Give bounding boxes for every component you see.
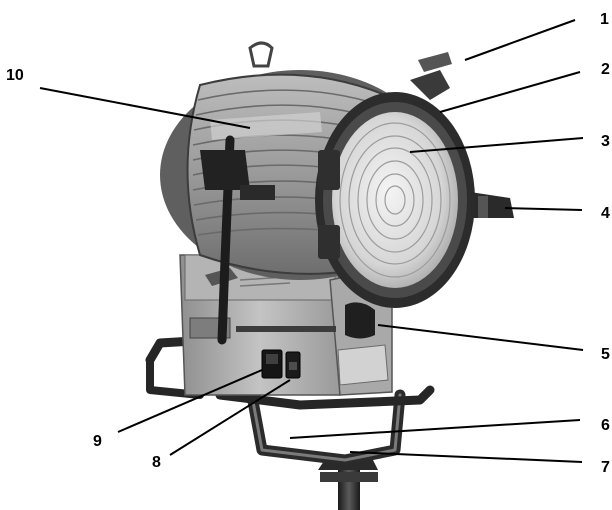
tilt-lock-knob[interactable] [345,302,375,339]
leader-7 [349,451,583,463]
rod-clamp [200,150,250,190]
leader-9 [117,369,263,433]
callout-7: 7 [601,459,610,476]
leader-6 [289,419,581,439]
leader-4 [504,207,583,211]
callout-2: 2 [601,61,610,78]
leader-8 [169,379,291,456]
callout-6: 6 [601,417,610,434]
switch-panel [261,349,301,379]
top-handle [248,41,274,68]
yoke [244,379,406,466]
callout-8: 8 [152,454,161,471]
fresnel-lens [332,112,458,288]
callout-4: 4 [601,205,610,222]
leader-10 [39,87,251,129]
accessory-clip[interactable] [410,70,450,100]
leader-3 [409,137,584,153]
focus-knob[interactable] [470,192,514,218]
lens-rings [339,122,451,278]
pole-rod [200,135,275,345]
callout-9: 9 [93,433,102,450]
leader-lines [39,19,584,463]
callout-labels: 1 2 3 4 5 6 7 8 9 10 [6,11,610,476]
callout-1: 1 [600,11,609,28]
callout-5: 5 [601,346,610,363]
front-assembly [315,52,514,339]
leader-1 [464,19,576,61]
housing-label [210,112,322,140]
leader-2 [439,71,581,113]
side-label [337,344,389,386]
callout-10: 10 [6,67,24,84]
vent-strip [236,326,336,332]
stand-collar [320,472,378,482]
callout-3: 3 [601,133,610,150]
side-clip-left [318,150,340,190]
leader-5 [377,324,584,351]
